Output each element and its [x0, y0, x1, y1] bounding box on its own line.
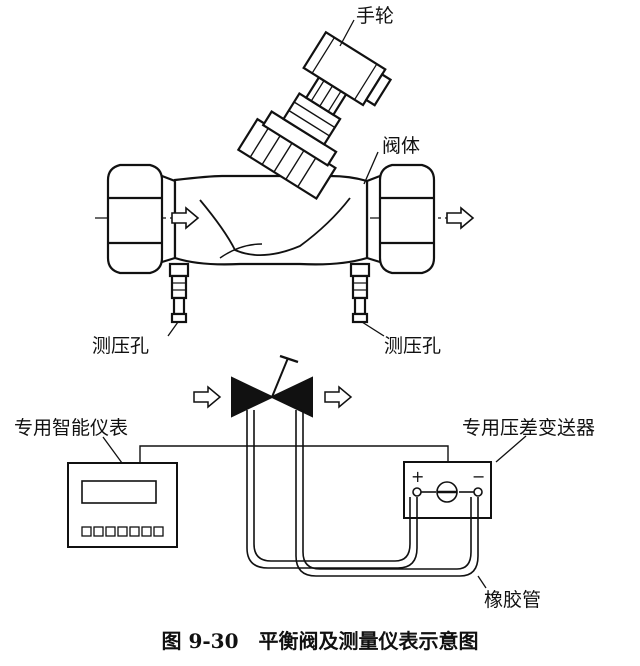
port-left-leader: [167, 321, 179, 337]
signal-wire: [139, 445, 449, 463]
label-smart-meter: 专用智能仪表: [14, 417, 128, 439]
rubber-tube-leader: [477, 575, 487, 589]
outlet-flow-arrow: [446, 206, 475, 230]
smart-meter: [67, 462, 178, 548]
left-pressure-port: [168, 262, 190, 324]
rubber-tubes: [246, 410, 479, 577]
valve-drawing: [95, 19, 475, 337]
label-pressure-port-right: 测压孔: [384, 335, 441, 357]
left-hex-nut: [106, 163, 177, 275]
inlet-flow-arrow: [171, 206, 200, 230]
handwheel-leader: [339, 19, 355, 47]
label-minus: −: [472, 467, 485, 486]
meter-leader: [102, 436, 123, 464]
meter-display: [81, 480, 157, 504]
right-pressure-port: [349, 262, 371, 324]
port-right-leader: [361, 321, 385, 337]
measurement-schematic: [67, 354, 527, 589]
schematic-inlet-arrow: [193, 385, 222, 409]
label-handwheel: 手轮: [356, 5, 394, 27]
label-dp-transmitter: 专用压差变送器: [462, 417, 595, 439]
right-hex-nut: [365, 163, 436, 275]
figure-caption: 图 9-30 平衡阀及测量仪表示意图: [161, 629, 478, 653]
dp-transmitter: [403, 461, 492, 519]
valve-body-shape: [173, 174, 369, 266]
label-plus: +: [411, 467, 424, 486]
schematic-outlet-arrow: [324, 385, 353, 409]
valve-body-leader: [363, 151, 379, 185]
valve-bonnet: [236, 30, 393, 200]
label-rubber-tube: 橡胶管: [484, 589, 541, 611]
label-pressure-port-left: 测压孔: [92, 335, 149, 357]
label-valve-body: 阀体: [382, 135, 420, 157]
transmitter-leader: [495, 435, 527, 463]
valve-symbol: [231, 354, 313, 418]
